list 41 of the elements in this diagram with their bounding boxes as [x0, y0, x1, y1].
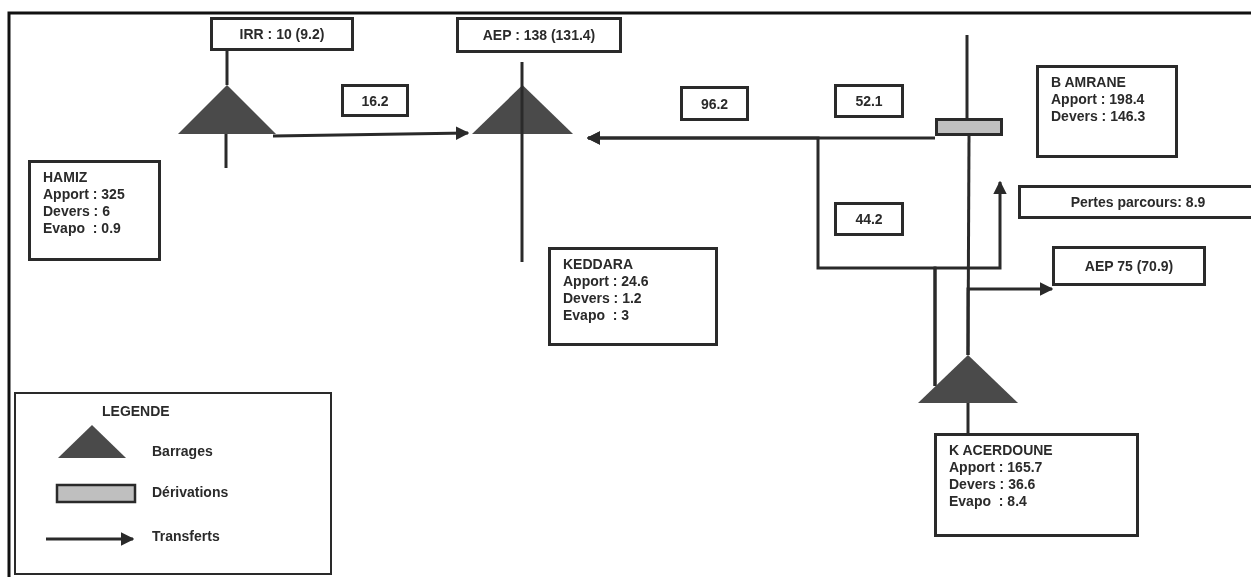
- station-stat: Devers : 6: [43, 203, 111, 220]
- flow-value: Pertes parcours: 8.9: [1070, 193, 1206, 211]
- legend-title: LEGENDE: [102, 403, 170, 419]
- edge-label: 44.2: [834, 202, 904, 236]
- legend-label: Barrages: [152, 443, 213, 459]
- info-box: [1052, 246, 1206, 286]
- legend-label: Transferts: [152, 528, 220, 544]
- station-name: B AMRANE: [1051, 74, 1127, 91]
- station-stat: Apport : 325: [43, 186, 126, 203]
- info-box: [1018, 185, 1251, 219]
- edge-label: 52.1: [834, 84, 904, 118]
- connector-line: [966, 136, 971, 355]
- station-stat: Evapo : 0.9: [43, 220, 122, 237]
- connector-line: [225, 51, 229, 85]
- flow-value: 96.2: [680, 86, 749, 121]
- transfer-arrow: [966, 282, 1054, 355]
- transfer-arrow: [933, 180, 1007, 386]
- station-stat: Evapo : 3: [563, 307, 631, 324]
- info-box: [548, 247, 718, 346]
- station-stat: Apport : 198.4: [1051, 91, 1146, 108]
- connector-line: [966, 403, 970, 433]
- station-stat: Apport : 165.7: [949, 459, 1044, 476]
- info-box: [210, 17, 354, 51]
- station-stat: Apport : 24.6: [563, 273, 650, 290]
- info-box: [1036, 65, 1178, 158]
- station-name: KEDDARA: [563, 256, 634, 273]
- info-box: [28, 160, 161, 261]
- station-stat: Devers : 146.3: [1051, 108, 1147, 125]
- info-box: [934, 433, 1139, 537]
- flow-value: AEP : 138 (131.4): [482, 26, 596, 44]
- legend-label: Dérivations: [152, 484, 229, 500]
- edge-label: 16.2: [341, 84, 409, 117]
- station-stat: Devers : 36.6: [949, 476, 1037, 493]
- info-box: [456, 17, 622, 53]
- station-stat: Evapo : 8.4: [949, 493, 1028, 510]
- flow-value: IRR : 10 (9.2): [239, 25, 325, 43]
- transfer-arrow: [272, 126, 470, 140]
- station-name: K ACERDOUNE: [949, 442, 1054, 459]
- station-name: HAMIZ: [43, 169, 89, 186]
- flow-value: AEP 75 (70.9): [1084, 257, 1174, 275]
- station-stat: Devers : 1.2: [563, 290, 643, 307]
